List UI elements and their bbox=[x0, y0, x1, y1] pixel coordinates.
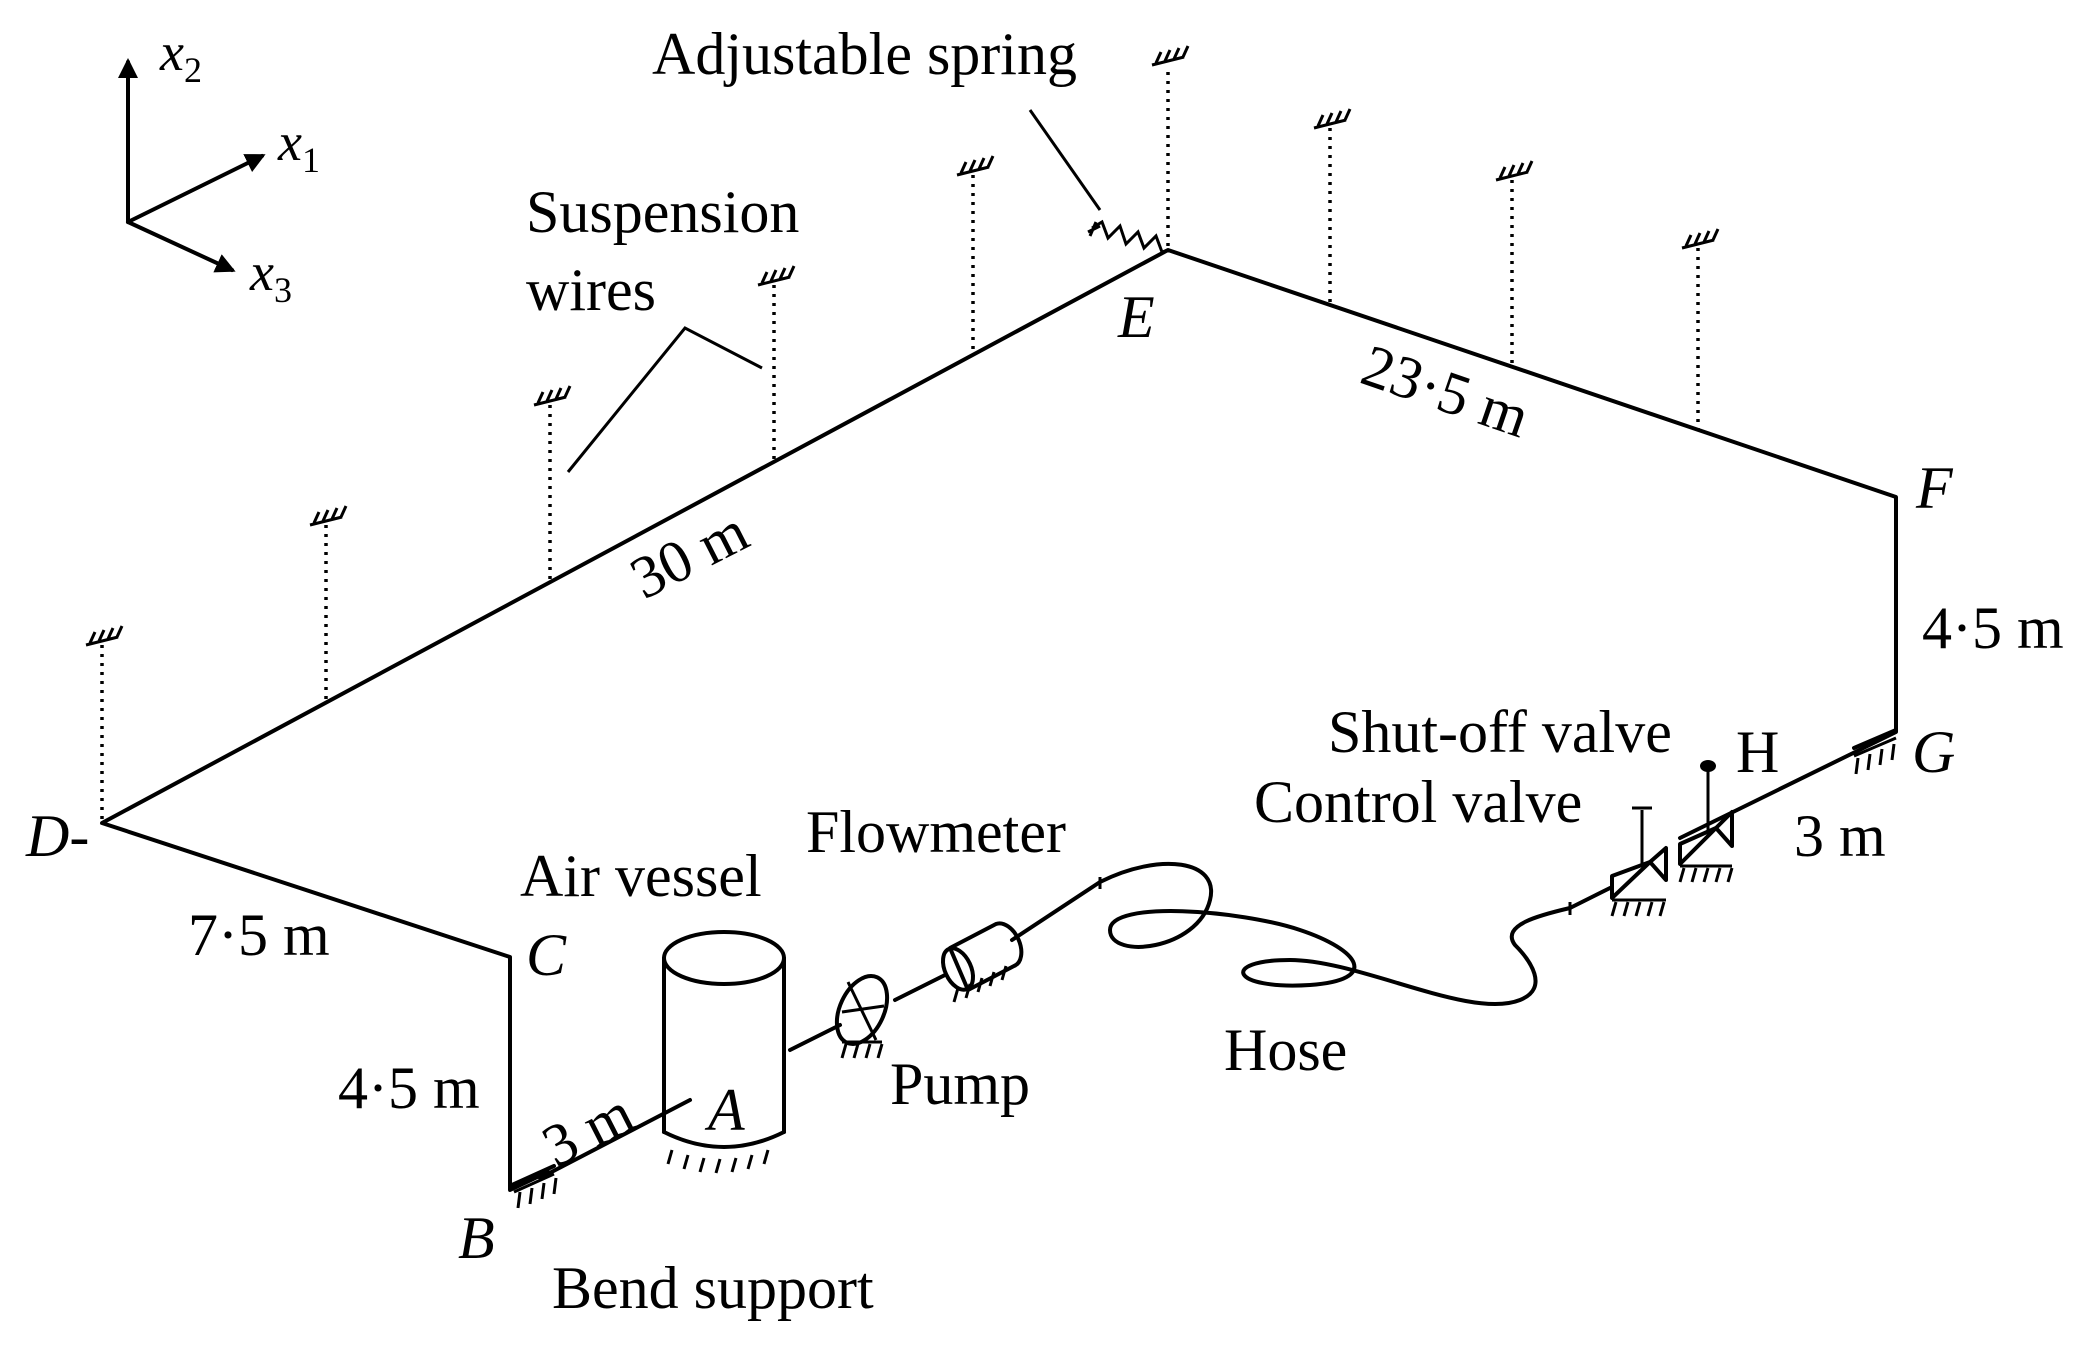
point-label-f: F bbox=[1915, 455, 1954, 521]
ceiling-anchor-icon bbox=[1495, 160, 1534, 182]
ceiling-anchor-icon bbox=[1151, 45, 1190, 67]
dimension-gh-label: 3 m bbox=[1794, 803, 1886, 869]
shutoff-valve-icon bbox=[1678, 760, 1734, 883]
hose-label: Hose bbox=[1224, 1017, 1347, 1083]
point-label-e: E bbox=[1117, 284, 1155, 350]
suspension-wires-leader bbox=[566, 326, 763, 473]
x2-axis-label: x2 bbox=[159, 22, 202, 90]
x1-axis-arrow bbox=[126, 154, 266, 224]
point-label-d: D- bbox=[25, 803, 89, 869]
pipe-pump-flowmeter bbox=[893, 973, 947, 1002]
air-vessel-icon bbox=[662, 930, 786, 1174]
pipe-main bbox=[100, 248, 1898, 1112]
pipe-b-bend bbox=[508, 1108, 550, 1192]
coordinate-axes: x2 x1 x3 bbox=[118, 22, 320, 310]
control-valve-icon bbox=[1610, 806, 1668, 917]
point-label-c: C bbox=[526, 922, 567, 988]
ceiling-anchor-icon bbox=[956, 155, 995, 177]
flowmeter-icon bbox=[940, 921, 1024, 1003]
dimension-bc-label: 4·5 m bbox=[338, 1055, 480, 1121]
air-vessel-label: Air vessel bbox=[520, 843, 762, 909]
control-valve-label: Control valve bbox=[1254, 769, 1582, 835]
point-label-a: A bbox=[704, 1077, 745, 1143]
adjustable-spring-label: Adjustable spring bbox=[652, 21, 1077, 87]
suspension-wires-label-line2: wires bbox=[526, 257, 656, 323]
pump-label: Pump bbox=[890, 1051, 1030, 1117]
dimension-de-label: 30 m bbox=[620, 498, 758, 612]
pipe-vessel-pump bbox=[788, 1023, 842, 1052]
pipe-hose-valve bbox=[1568, 886, 1612, 910]
pipe-flowmeter-hose bbox=[1010, 880, 1102, 942]
bend-support-b-icon bbox=[510, 1164, 558, 1209]
point-label-b: B bbox=[458, 1205, 495, 1271]
dimension-ef-label: 23·5 m bbox=[1354, 332, 1538, 450]
bend-support-g-icon bbox=[1852, 728, 1898, 775]
ceiling-anchor-icon bbox=[309, 505, 348, 527]
adjustable-spring-icon bbox=[1028, 109, 1169, 254]
ceiling-anchor-icon bbox=[533, 385, 572, 407]
dimension-cd-label: 7·5 m bbox=[188, 902, 330, 968]
ceiling-anchor-icon bbox=[85, 625, 124, 647]
ceiling-anchor-icon bbox=[757, 265, 796, 287]
x3-axis-arrow bbox=[126, 220, 236, 273]
dimension-ab-label: 3 m bbox=[532, 1079, 644, 1179]
dimension-fg-label: 4·5 m bbox=[1922, 595, 2064, 661]
suspension-wires bbox=[100, 72, 1700, 823]
shutoff-valve-label: Shut-off valve bbox=[1328, 699, 1672, 765]
point-label-h: H bbox=[1736, 719, 1779, 785]
suspension-wires-label-line1: Suspension bbox=[526, 179, 799, 245]
flowmeter-label: Flowmeter bbox=[806, 799, 1066, 865]
bend-support-label: Bend support bbox=[552, 1255, 874, 1321]
ceiling-anchor-icon bbox=[1313, 108, 1352, 130]
point-label-g: G bbox=[1912, 719, 1955, 785]
x1-axis-label: x1 bbox=[277, 112, 320, 180]
x3-axis-label: x3 bbox=[249, 242, 292, 310]
ceiling-anchors bbox=[85, 45, 1720, 647]
adjustable-spring-leader bbox=[1028, 109, 1102, 211]
hose-line bbox=[1098, 861, 1572, 1007]
ceiling-anchor-icon bbox=[1681, 228, 1720, 250]
pump-icon bbox=[834, 974, 890, 1059]
